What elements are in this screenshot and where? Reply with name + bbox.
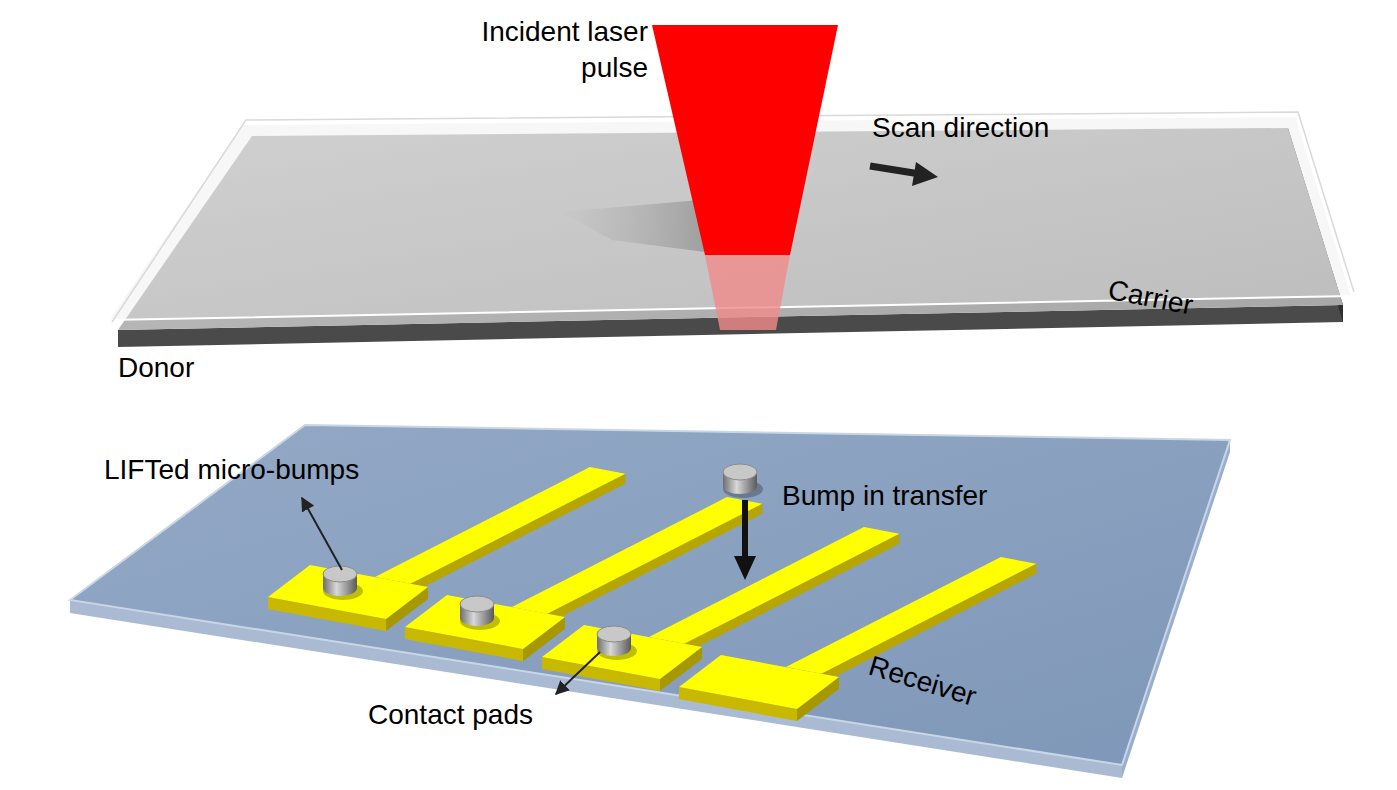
transfer-arrow-head [734,556,756,580]
contact-pad [679,655,839,709]
leader-line [556,652,600,694]
pad-trace [649,527,899,644]
bump-top [460,596,494,612]
scan-label: Scan direction [872,110,1049,146]
pad-trace [375,467,625,584]
contact-pads [268,467,1036,721]
leader-line [302,498,342,570]
transfer-arrow [742,500,748,560]
pad-trace [786,557,1036,674]
bump-top [723,464,757,480]
scan-arrow-head [912,162,938,186]
laser-in-plate [705,255,790,330]
bump-top [597,626,631,642]
scan-arrow [870,166,920,174]
receiver-plate [70,425,1230,765]
bumps-label: LIFTed micro-bumps [104,452,359,488]
contact-pad [405,595,565,649]
receiver-label: Receiver [864,648,980,715]
laser-beam [652,25,838,255]
contact-pad [542,625,702,679]
laser-label: Incident laser pulse [480,14,648,87]
transfer-label: Bump in transfer [782,478,987,514]
contact-pad [268,565,428,619]
donor-label: Donor [118,350,194,386]
pads-label: Contact pads [368,697,533,733]
pad-trace [512,497,762,614]
carrier-label: Carrier [1105,272,1196,324]
micro-bumps [323,464,763,660]
